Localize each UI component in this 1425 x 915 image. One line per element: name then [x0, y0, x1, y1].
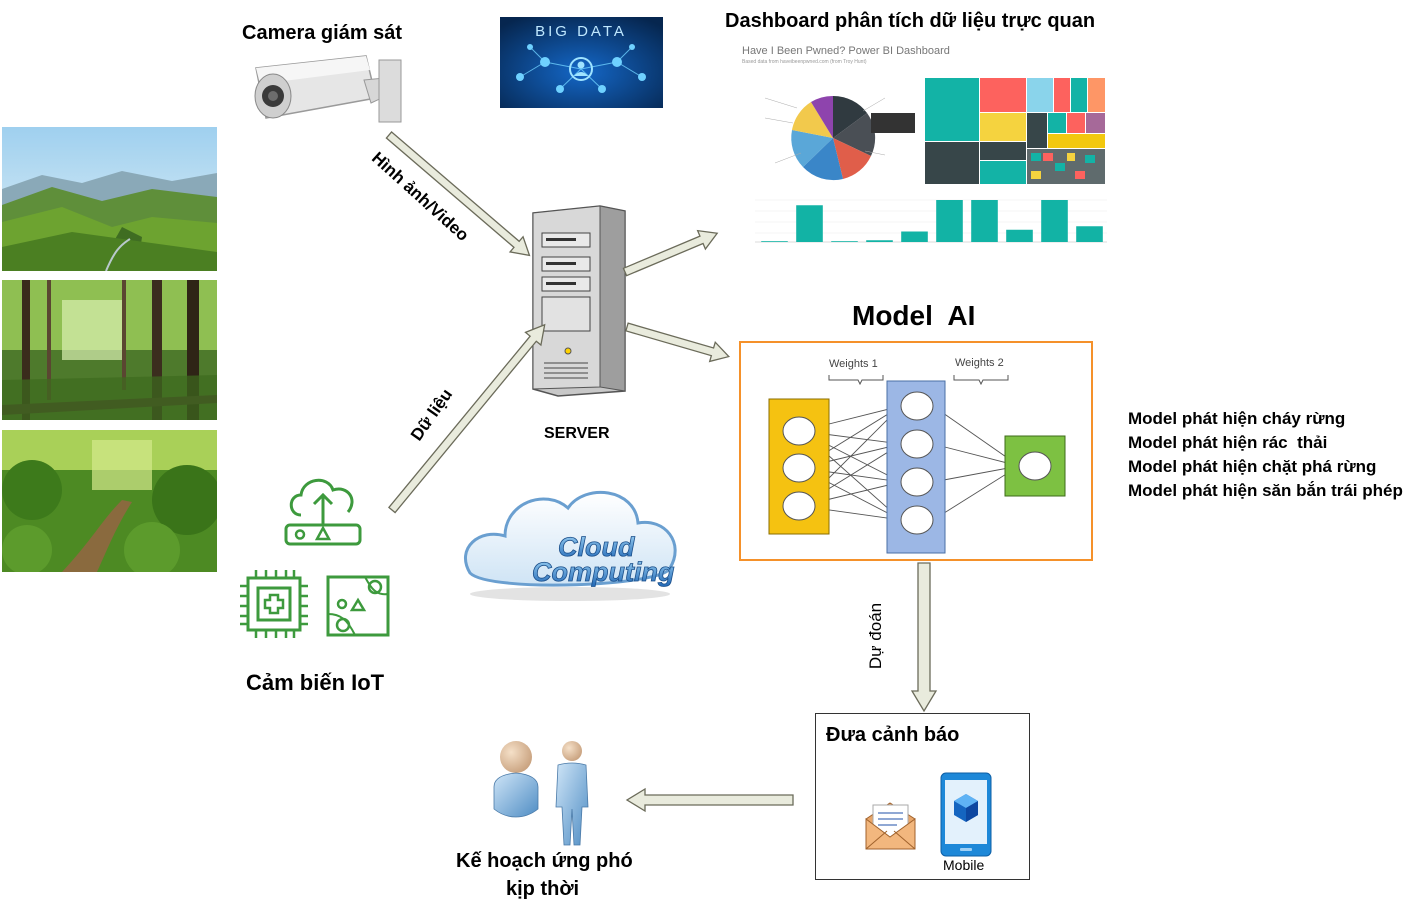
model-item-fire: Model phát hiện cháy rừng	[1128, 409, 1346, 428]
dashboard-inner-subtitle: Based data from haveibeenpwned.com (from…	[742, 59, 867, 65]
arrow-server-to-model	[625, 322, 731, 363]
model-ai-title: Model AI	[852, 300, 976, 331]
neural-network-box: Weights 1 Weights 2	[739, 341, 1093, 561]
server-label: SERVER	[544, 425, 610, 442]
cloud-text-1: Cloud	[558, 532, 635, 562]
big-data-text: BIG DATA	[535, 23, 627, 40]
response-plan-line2: kịp thời	[506, 878, 580, 900]
model-item-logging: Model phát hiện chặt phá rừng	[1128, 457, 1377, 476]
dashboard-bar	[866, 240, 893, 242]
mobile-phone-icon	[940, 772, 992, 857]
data-label: Dữ liệu	[407, 385, 457, 445]
iot-sensor-label: Cảm biến IoT	[246, 670, 385, 695]
dashboard-treemap	[925, 78, 1105, 184]
response-plan-line1: Kế hoạch ứng phó	[456, 850, 633, 872]
model-item-waste: Model phát hiện rác thải	[1128, 433, 1328, 452]
forest-photo-valley	[2, 127, 217, 272]
dashboard-bar-chart	[761, 200, 1103, 242]
predict-label: Dự đoán	[866, 602, 885, 670]
cloud-upload-router-icon	[283, 470, 363, 548]
dashboard-bar	[1076, 226, 1103, 242]
cctv-camera-icon	[246, 48, 406, 128]
mail-envelope-icon	[863, 799, 918, 851]
dashboard-inner-title: Have I Been Pwned? Power BI Dashboard	[742, 45, 950, 57]
weights-1-label: Weights 1	[829, 358, 878, 370]
model-list: Model phát hiện cháy rừng Model phát hiệ…	[1128, 407, 1403, 503]
dashboard-bar	[901, 231, 928, 242]
people-icon	[488, 737, 593, 847]
camera-label: Camera giám sát	[242, 22, 403, 44]
dashboard-bar	[831, 241, 858, 242]
image-video-label: Hình ảnh/Video	[368, 148, 473, 245]
cloud-text-2: Computing	[532, 557, 675, 587]
weights-2-label: Weights 2	[955, 357, 1004, 369]
dashboard-bar	[1041, 200, 1068, 242]
model-item-poaching: Model phát hiện săn bắn trái phép	[1128, 481, 1403, 500]
arrow-model-to-alert	[910, 562, 938, 713]
circuit-board-icon	[325, 574, 391, 638]
chip-icon	[236, 570, 312, 640]
arrow-alert-to-people	[625, 787, 794, 813]
arrow-server-to-dashboard	[622, 229, 719, 277]
dashboard-image: Have I Been Pwned? Power BI Dashboard Ba…	[735, 43, 1115, 253]
mobile-label: Mobile	[943, 857, 985, 873]
alert-box: Đưa cảnh báo Mobile	[815, 713, 1030, 880]
dashboard-title: Dashboard phân tích dữ liệu trực quan	[725, 10, 1096, 32]
dashboard-bar	[761, 241, 788, 242]
server-tower-icon	[530, 203, 630, 398]
big-data-image: BIG DATA	[500, 17, 663, 108]
dashboard-bar	[971, 200, 998, 242]
dashboard-pie	[791, 95, 876, 181]
forest-photo-path	[2, 430, 222, 578]
cloud-icon: Cloud Computing	[460, 478, 700, 603]
forest-photo-woods	[2, 280, 217, 420]
dashboard-bar	[1006, 229, 1033, 242]
dashboard-bar	[796, 205, 823, 242]
alert-title: Đưa cảnh báo	[826, 724, 960, 746]
dashboard-bar	[936, 200, 963, 242]
